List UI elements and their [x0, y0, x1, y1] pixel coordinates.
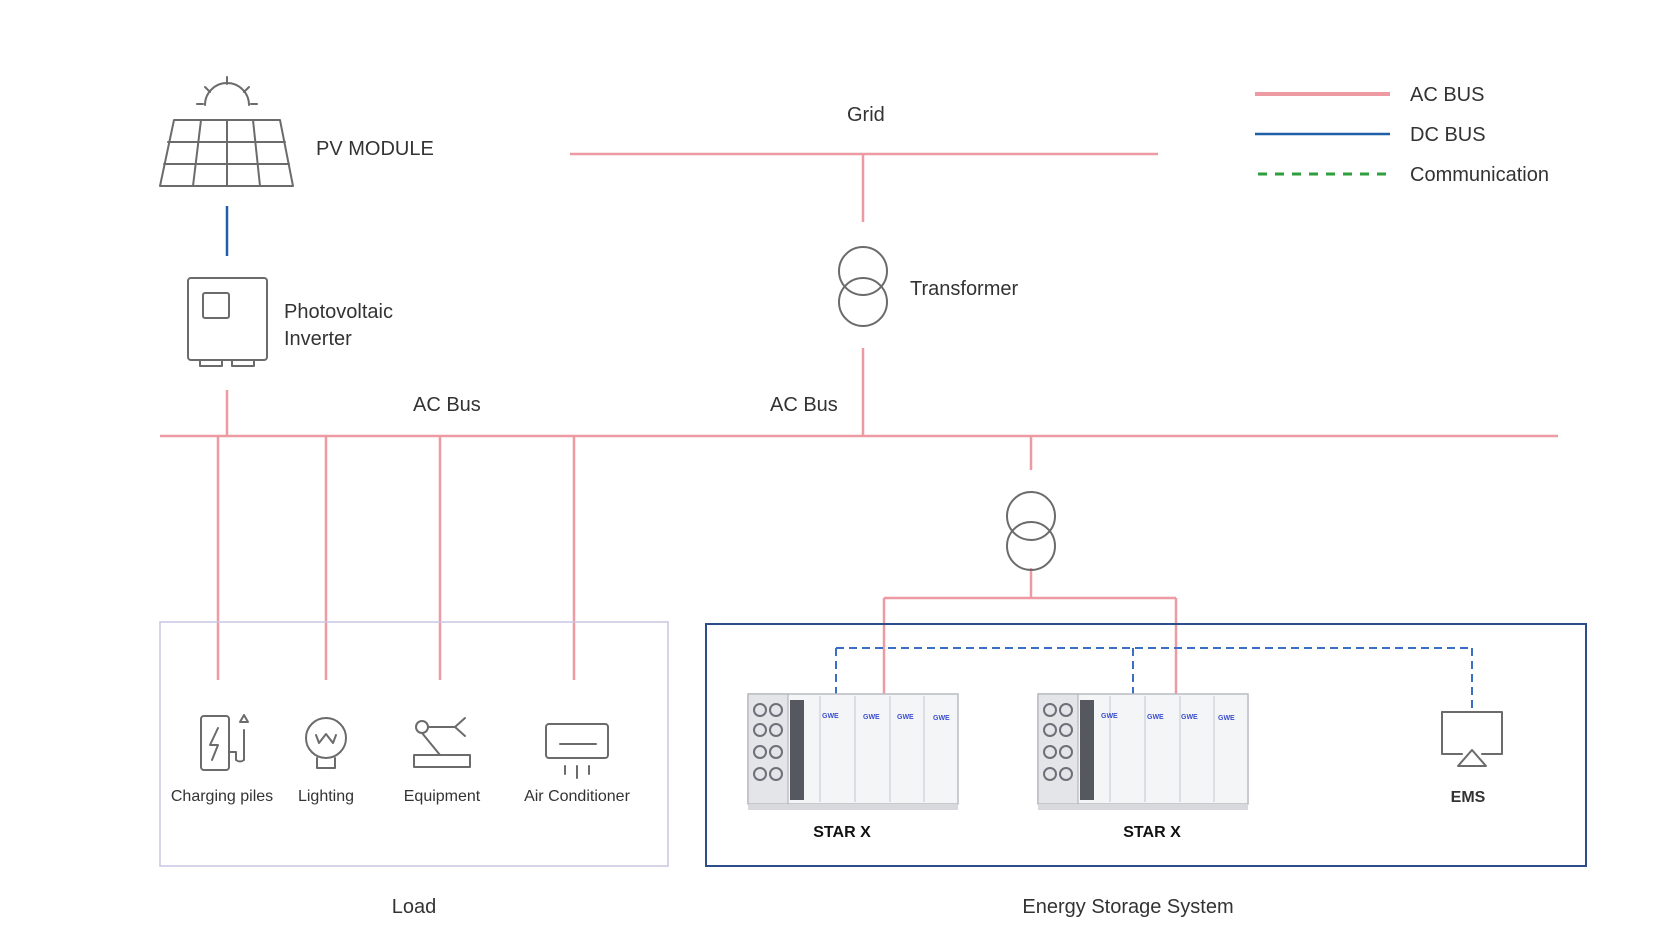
svg-text:GWE: GWE [1181, 714, 1198, 721]
legend-communication-label: Communication [1410, 164, 1549, 186]
ems-label: EMS [1451, 789, 1486, 806]
pv-module-label: PV MODULE [316, 138, 434, 160]
star-x-unit-2-label: STAR X [1123, 824, 1181, 841]
svg-text:GWE: GWE [1147, 714, 1164, 721]
load-box-title: Load [392, 896, 437, 918]
load-box [159, 621, 669, 867]
ess-box-title: Energy Storage System [1022, 896, 1233, 918]
pv-inverter-icon [187, 277, 268, 367]
ess-box [705, 623, 1587, 867]
svg-text:GWE: GWE [897, 714, 914, 721]
pv-inverter-label-line1: Photovoltaic [284, 301, 393, 323]
load-label-equipment: Equipment [404, 788, 481, 805]
legend: AC BUS DC BUS Communication [1255, 84, 1549, 186]
load-label-lighting: Lighting [298, 788, 354, 805]
star-x-unit-1: GWE GWE GWE GWE [747, 693, 959, 810]
svg-text:GWE: GWE [933, 715, 950, 722]
pv-inverter-label-line2: Inverter [284, 328, 352, 350]
pv-module-icon [159, 76, 294, 187]
legend-ac-bus-label: AC BUS [1410, 84, 1484, 106]
grid-label: Grid [847, 104, 885, 126]
ac-bus-lines [160, 152, 1558, 698]
load-label-aircon: Air Conditioner [524, 788, 631, 805]
svg-text:GWE: GWE [1218, 715, 1235, 722]
svg-text:GWE: GWE [863, 714, 880, 721]
load-label-charging: Charging piles [171, 788, 273, 805]
communication-lines [835, 647, 1473, 712]
transformer-icon [838, 246, 888, 327]
svg-text:GWE: GWE [1101, 713, 1118, 720]
star-x-unit-2: GWE GWE GWE GWE [1037, 693, 1249, 810]
svg-text:GWE: GWE [822, 713, 839, 720]
ess-transformer-icon [1006, 491, 1056, 571]
ac-bus-left-label: AC Bus [413, 394, 481, 416]
robot-arm-icon [413, 717, 471, 768]
legend-dc-bus-label: DC BUS [1410, 124, 1486, 146]
monitor-icon [1441, 711, 1503, 767]
light-bulb-icon [305, 717, 347, 769]
star-x-unit-1-label: STAR X [813, 824, 871, 841]
transformer-label: Transformer [910, 278, 1019, 300]
air-conditioner-icon [545, 723, 609, 779]
charging-pile-icon [200, 714, 249, 771]
ac-bus-right-label: AC Bus [770, 394, 838, 416]
